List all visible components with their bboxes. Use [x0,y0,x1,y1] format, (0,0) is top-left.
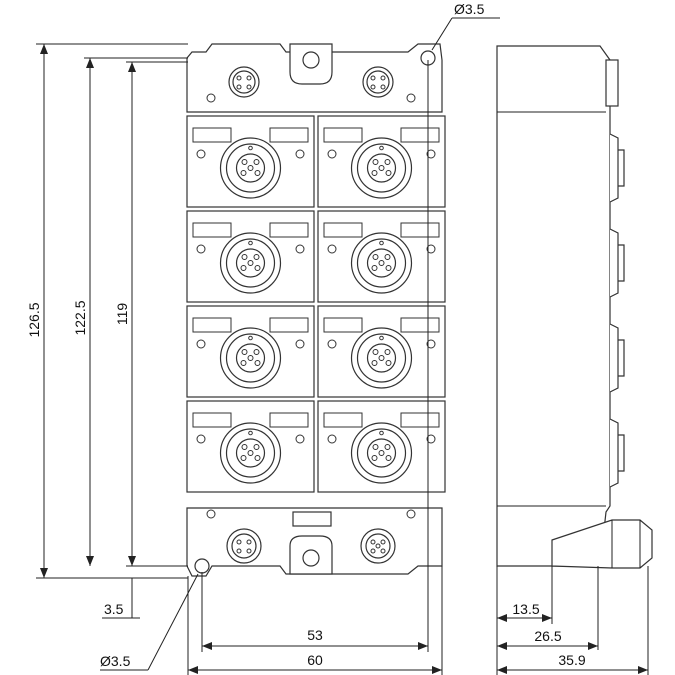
io-port-module [186,210,315,303]
port-label-slot [192,127,232,143]
top-lug-hole [302,51,320,69]
led-indicator [327,434,337,444]
led-indicator [295,434,305,444]
port-label-slot [269,222,309,238]
led-indicator [196,149,206,159]
port-label-slot [400,412,440,428]
bottom-lug-hole [302,549,320,567]
led-indicator [196,434,206,444]
dim-offset-bottom: 3.5 [104,601,124,617]
led-indicator [295,244,305,254]
led-indicator [406,93,416,103]
port-label-slot [400,317,440,333]
port-label-slot [400,127,440,143]
bottom-left-mounting-hole [194,558,210,574]
dim-hole-bottom: Ø3.5 [100,653,131,669]
io-port-module [186,115,315,208]
led-indicator [426,149,436,159]
port-label-slot [192,412,232,428]
dim-width-overall: 60 [307,652,323,668]
io-port-module [317,210,446,303]
dim-side-1: 13.5 [512,601,539,617]
led-indicator [295,149,305,159]
dim-width-holes: 53 [307,627,323,643]
led-indicator [295,339,305,349]
side-housing [496,45,611,567]
m12-connector [219,232,282,294]
side-bottom-connector [551,519,653,569]
m12-connector [350,137,413,199]
dim-hole-top: Ø3.5 [454,1,485,17]
side-view [496,45,653,569]
m12-connector [350,422,413,484]
dim-side-3: 35.9 [558,652,585,668]
dim-height-overall: 126.5 [26,302,42,337]
port-label-slot [323,412,363,428]
bottom-left-connector [226,528,262,564]
led-indicator [406,509,416,519]
dimension-arrows [40,44,648,674]
port-label-slot [323,127,363,143]
front-view [186,43,446,577]
m12-connector [219,137,282,199]
port-label-slot [269,412,309,428]
led-indicator [327,149,337,159]
label-slot [292,511,332,527]
port-label-slot [192,317,232,333]
led-indicator [206,93,216,103]
m12-connector [350,327,413,389]
dim-height-inner: 119 [114,303,130,326]
m12-connector [219,327,282,389]
io-port-module [317,305,446,398]
m12-connector [350,232,413,294]
led-indicator [426,339,436,349]
port-label-slot [192,222,232,238]
io-port-module [317,400,446,493]
port-label-slot [400,222,440,238]
led-indicator [206,509,216,519]
dim-height-mid: 122.5 [72,300,88,335]
port-label-slot [269,317,309,333]
dim-side-2: 26.5 [534,628,561,644]
port-label-slot [323,317,363,333]
io-port-module [317,115,446,208]
port-label-slot [323,222,363,238]
led-indicator [426,244,436,254]
io-port-module [186,305,315,398]
io-port-module [186,400,315,493]
led-indicator [327,339,337,349]
io-port-grid [186,115,446,493]
led-indicator [196,244,206,254]
led-indicator [426,434,436,444]
top-right-connector [362,66,394,98]
bottom-right-connector [360,528,396,564]
side-port-bumps [609,133,625,488]
side-connector-top [605,59,619,107]
led-indicator [327,244,337,254]
top-left-connector [228,66,260,98]
m12-connector [219,422,282,484]
port-label-slot [269,127,309,143]
led-indicator [196,339,206,349]
dimension-lines [36,17,649,675]
